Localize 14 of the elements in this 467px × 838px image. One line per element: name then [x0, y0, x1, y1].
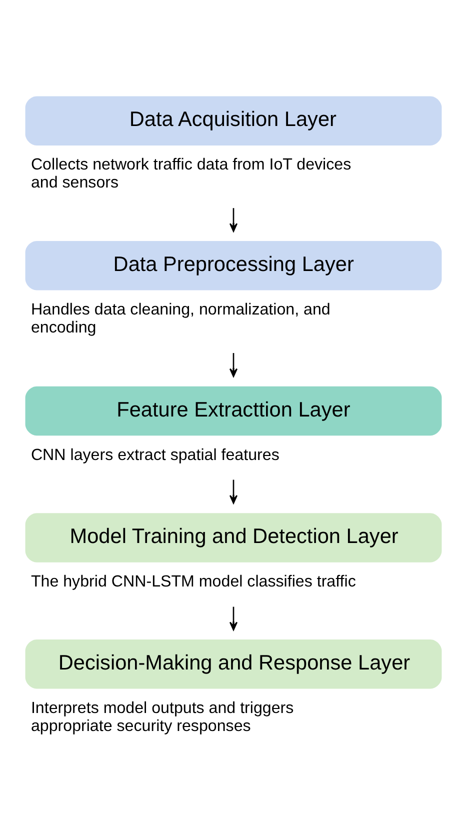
node-label: Handles data cleaning, normalization, and encoding: [30, 300, 330, 336]
arrow: [229, 606, 238, 630]
node-box: Data Acquisition Layer: [25, 96, 442, 146]
node-label: Interprets model outputs and triggers appropriate security responses: [30, 698, 294, 735]
arrow: [229, 353, 238, 378]
arrow: [229, 480, 238, 504]
node-box: Data Preprocessing Layer: [25, 241, 442, 290]
node-label: Collects network traffic data from IoT devices and sensors: [30, 156, 352, 192]
node-box: Decision-Making and Response Layer: [25, 640, 442, 689]
node-box: Feature Extracttion Layer: [25, 386, 442, 436]
node-box: Model Training and Detection Layer: [25, 513, 442, 562]
node-label: CNN layers extract spatial features: [30, 446, 280, 464]
node-label: The hybrid CNN-LSTM model classifies traffic: [30, 572, 356, 591]
arrow: [229, 208, 238, 232]
